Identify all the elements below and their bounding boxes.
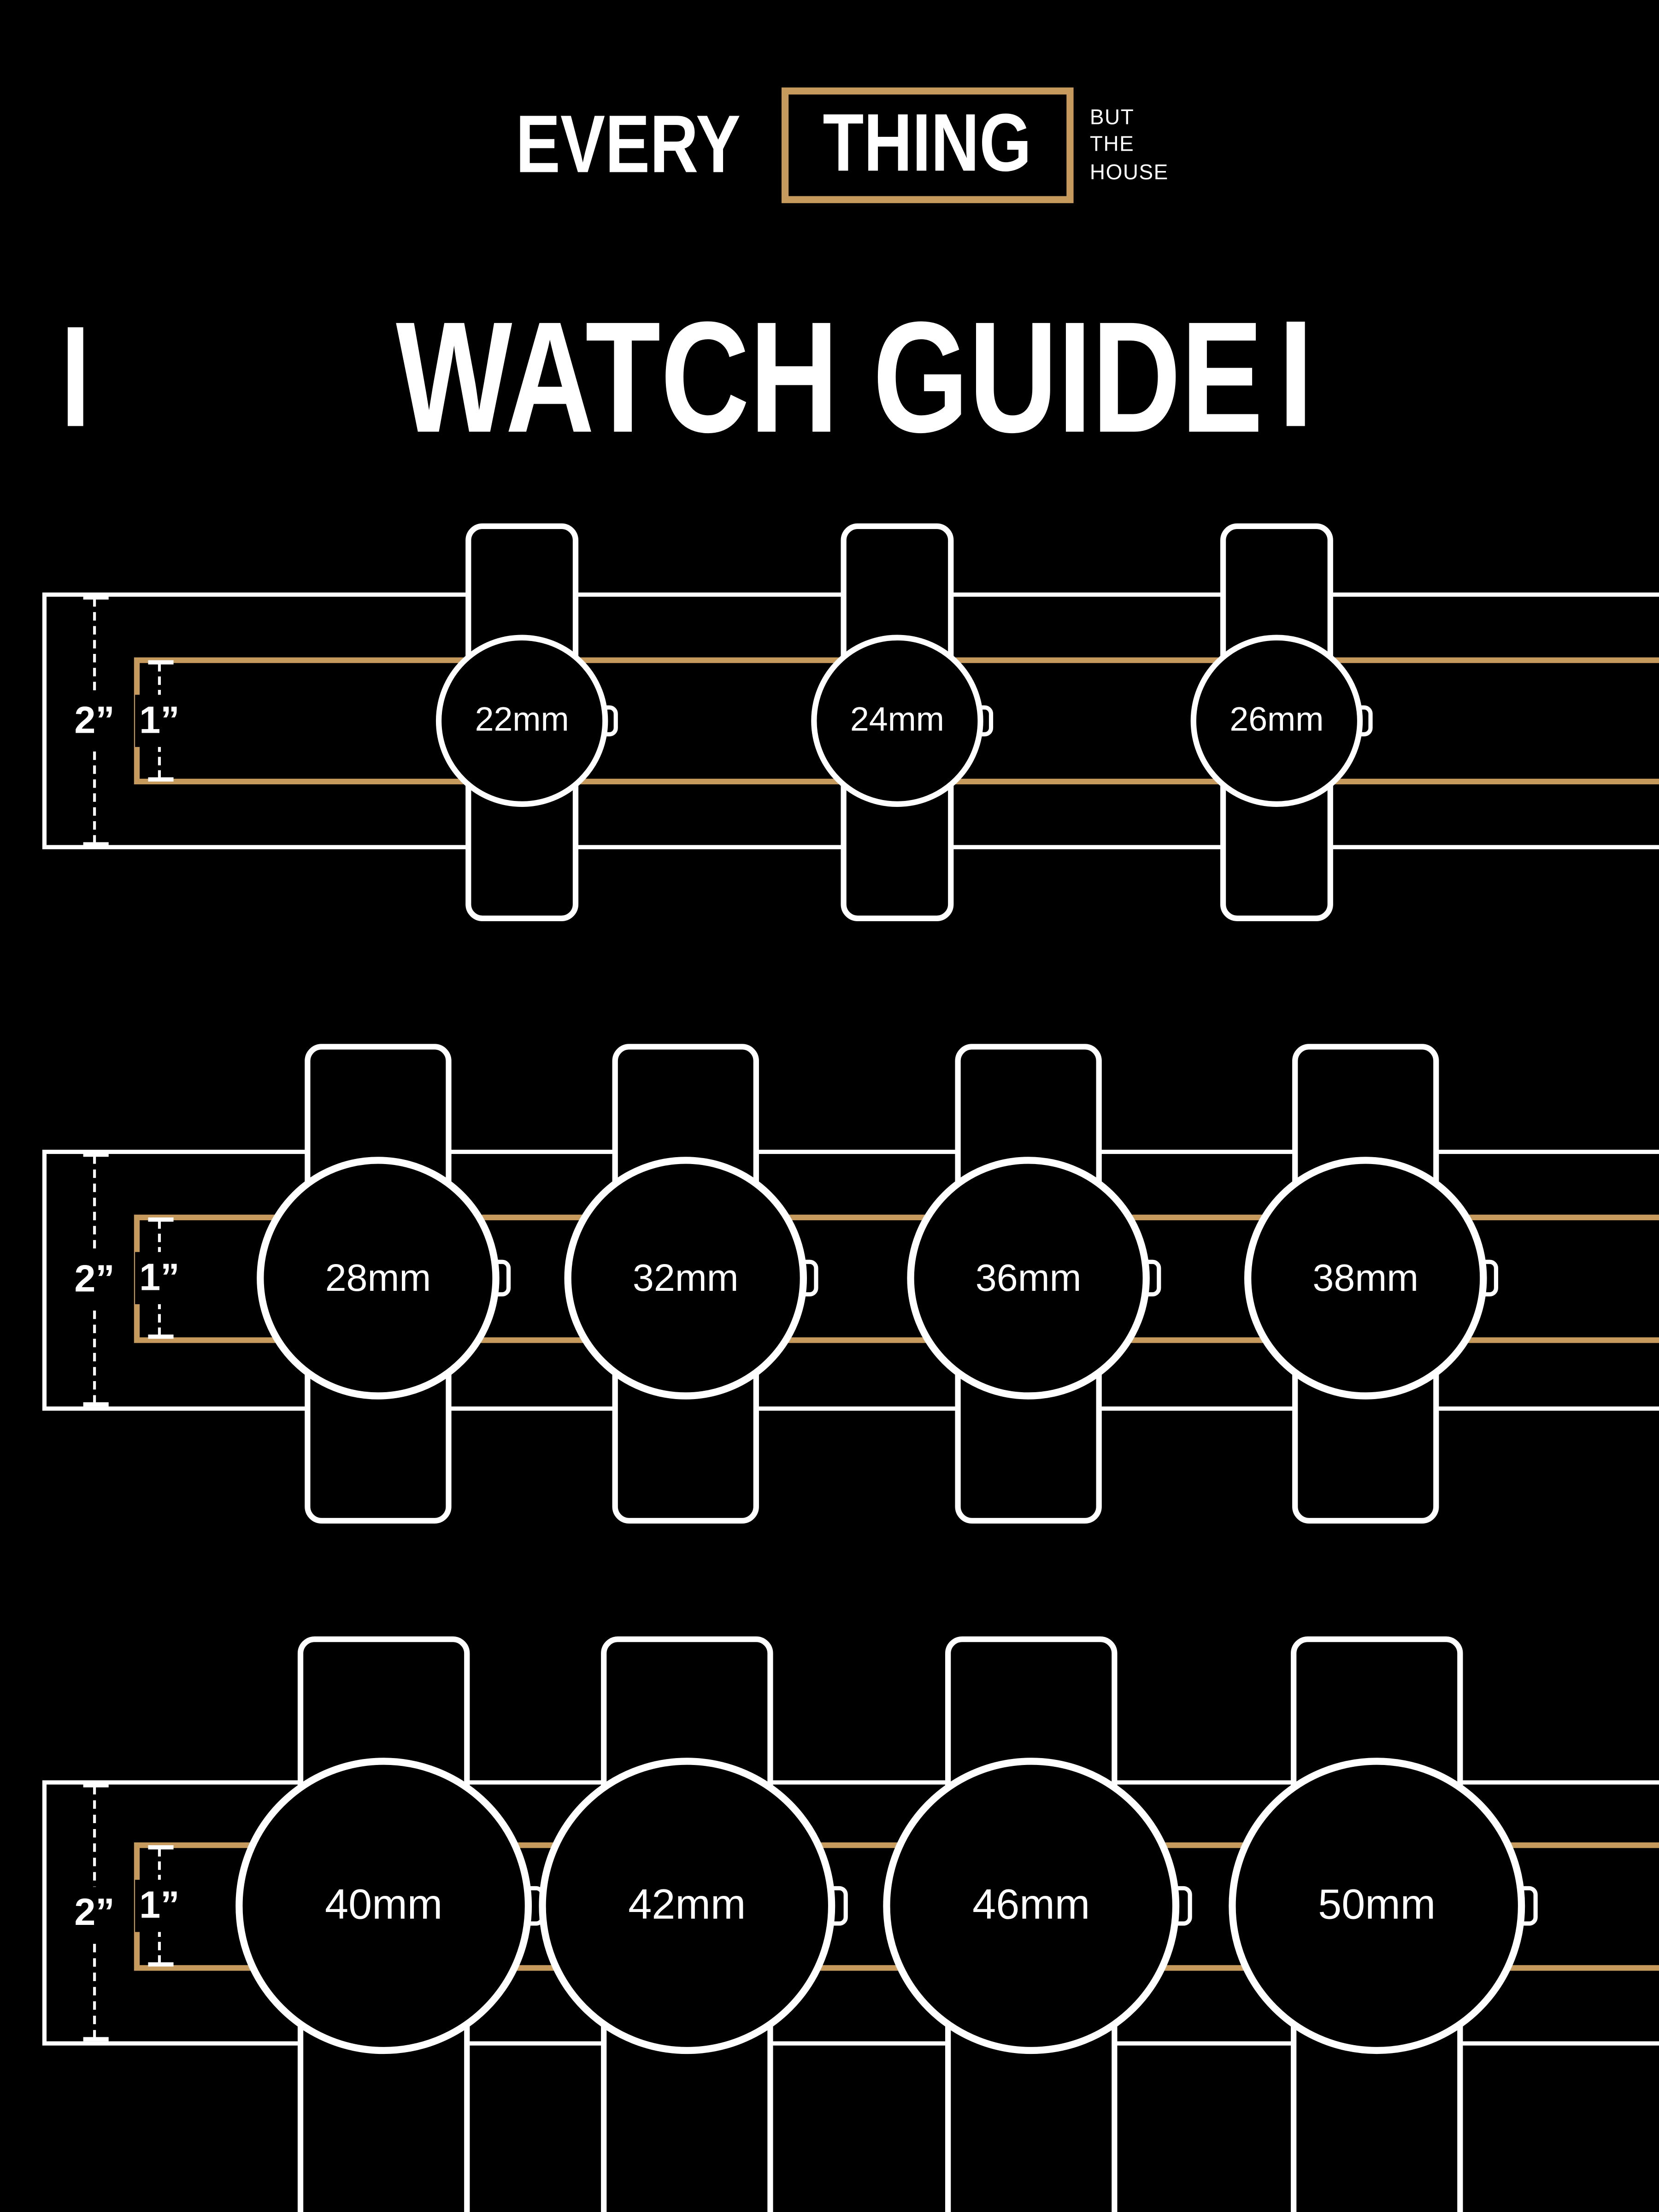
measure-tick-top xyxy=(83,1153,109,1157)
watch-case: 40mm xyxy=(235,1758,532,2054)
watch-size-label: 24mm xyxy=(850,701,945,740)
measure-tick-top xyxy=(148,1845,174,1850)
brand-tagline: BUT THE HOUSE xyxy=(1090,104,1169,187)
watch-size-label: 50mm xyxy=(1318,1882,1436,1929)
watch-size-label: 28mm xyxy=(325,1256,431,1299)
watch-size-label: 32mm xyxy=(632,1256,739,1299)
measure-tick-bottom xyxy=(83,842,109,847)
measure-tick-top xyxy=(148,1217,174,1222)
watch-size-label: 26mm xyxy=(1230,701,1324,740)
watch-size-label: 36mm xyxy=(975,1256,1082,1299)
watch-case: 22mm xyxy=(435,635,608,807)
watch-case: 50mm xyxy=(1229,1758,1525,2054)
band-2inch xyxy=(42,1780,1659,2046)
watch-case: 28mm xyxy=(257,1157,500,1400)
measure-2inch: 2” xyxy=(70,1783,119,2041)
measure-tick-top xyxy=(83,1783,109,1788)
decorative-mark-left xyxy=(67,327,83,426)
measure-tick-top xyxy=(148,660,174,665)
measure-1inch: 1” xyxy=(135,660,184,782)
dimension-label-2inch: 2” xyxy=(70,1886,119,1939)
brand-word-every: EVERY xyxy=(515,99,740,191)
page-title: WATCH GUIDE xyxy=(396,289,1263,466)
measure-1inch: 1” xyxy=(135,1217,184,1339)
watch-case: 26mm xyxy=(1190,635,1363,807)
watch-size-label: 38mm xyxy=(1312,1256,1419,1299)
measure-tick-bottom xyxy=(148,1962,174,1967)
brand-tagline-line-1: BUT xyxy=(1089,105,1135,129)
brand-word-thing: THING xyxy=(823,97,1032,189)
watch-size-label: 46mm xyxy=(972,1882,1090,1929)
brand-tagline-line-2: THE xyxy=(1089,133,1135,157)
dimension-label-1inch: 1” xyxy=(135,694,184,747)
watch-size-label: 40mm xyxy=(325,1882,443,1929)
watch-case: 32mm xyxy=(564,1157,807,1400)
measure-tick-bottom xyxy=(83,1402,109,1407)
measure-1inch: 1” xyxy=(135,1845,184,1967)
dimension-label-2inch: 2” xyxy=(70,1253,119,1306)
watch-case: 38mm xyxy=(1244,1157,1487,1400)
measure-tick-bottom xyxy=(83,2037,109,2041)
measure-tick-bottom xyxy=(148,777,174,782)
watch-size-label: 22mm xyxy=(475,701,569,740)
measure-2inch: 2” xyxy=(70,595,119,847)
brand-word-thing-box: THING xyxy=(782,87,1073,203)
decorative-mark-right xyxy=(1286,321,1305,426)
brand-logo: EVERY THING BUT THE HOUSE xyxy=(0,87,1659,203)
measure-tick-top xyxy=(83,595,109,600)
brand-tagline-line-3: HOUSE xyxy=(1089,160,1169,185)
band-2inch xyxy=(42,1149,1659,1411)
watch-case: 24mm xyxy=(811,635,983,807)
watch-size-label: 42mm xyxy=(628,1882,746,1929)
measure-tick-bottom xyxy=(148,1334,174,1339)
watch-case: 36mm xyxy=(907,1157,1150,1400)
measure-2inch: 2” xyxy=(70,1153,119,1407)
dimension-label-1inch: 1” xyxy=(135,1880,184,1932)
dimension-label-1inch: 1” xyxy=(135,1252,184,1305)
watch-case: 46mm xyxy=(883,1758,1180,2054)
dimension-label-2inch: 2” xyxy=(70,694,119,747)
watch-case: 42mm xyxy=(539,1758,835,2054)
